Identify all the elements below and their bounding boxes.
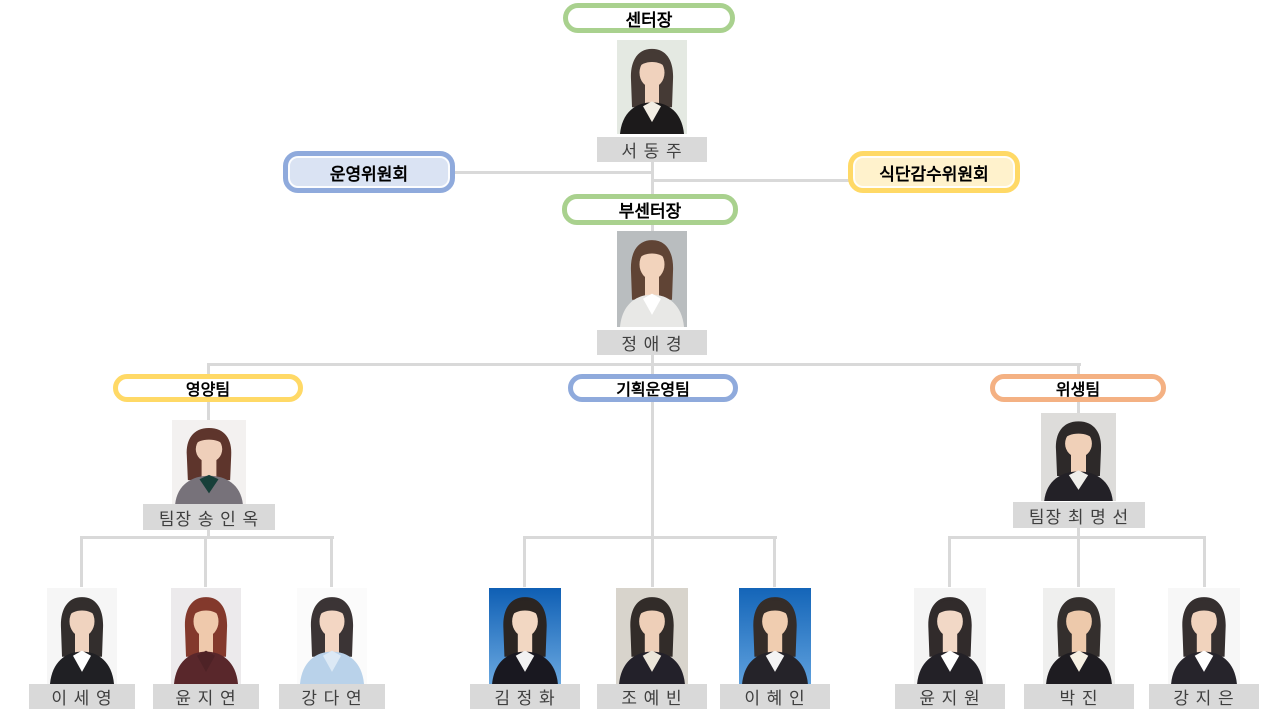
director-title-box: 센터장 <box>563 3 735 33</box>
connector-line <box>1203 536 1206 587</box>
committee-operations-box: 운영위원회 <box>283 151 455 193</box>
connector-line <box>523 536 777 539</box>
connector-line <box>207 363 210 375</box>
team-planning-box: 기획운영팀 <box>568 374 738 402</box>
member-portrait-photo <box>914 588 986 684</box>
connector-line <box>1077 401 1080 414</box>
member-portrait-photo <box>171 588 241 684</box>
nutrition-leader-portrait-photo <box>172 420 246 504</box>
connector-line <box>207 401 210 422</box>
connector-line <box>651 363 654 375</box>
connector-line <box>651 536 654 587</box>
team-hygiene-box: 위생팀 <box>990 374 1166 402</box>
member-portrait-photo <box>489 588 561 684</box>
member-name: 조 예 빈 <box>597 684 707 709</box>
deputy-portrait-photo <box>617 231 687 327</box>
member-name: 윤 지 연 <box>153 684 259 709</box>
member-name: 김 정 화 <box>470 684 580 709</box>
hygiene-leader-portrait-photo <box>1041 413 1116 501</box>
committee-menu-review-box: 식단감수위원회 <box>848 151 1020 193</box>
director-name: 서 동 주 <box>597 137 707 162</box>
connector-line <box>204 536 207 587</box>
connector-line <box>948 536 951 587</box>
hygiene-leader-name: 팀장 최 명 선 <box>1013 502 1145 528</box>
connector-line <box>453 171 653 174</box>
connector-line <box>80 536 83 587</box>
member-portrait-photo <box>739 588 811 684</box>
connector-line <box>651 179 850 182</box>
deputy-title-box: 부센터장 <box>562 194 738 225</box>
member-name: 이 세 영 <box>29 684 135 709</box>
member-portrait-photo <box>297 588 367 684</box>
connector-line <box>651 354 654 364</box>
connector-line <box>207 530 210 538</box>
connector-line <box>1077 528 1080 537</box>
member-portrait-photo <box>1168 588 1240 684</box>
member-portrait-photo <box>616 588 688 684</box>
member-name: 강 지 은 <box>1149 684 1259 709</box>
team-nutrition-box: 영양팀 <box>113 374 303 402</box>
connector-line <box>773 536 776 587</box>
connector-line <box>80 536 334 539</box>
member-name: 강 다 연 <box>279 684 385 709</box>
nutrition-leader-name: 팀장 송 인 옥 <box>143 504 275 530</box>
member-portrait-photo <box>1043 588 1115 684</box>
director-portrait-photo <box>617 40 687 134</box>
connector-line <box>651 401 654 538</box>
connector-line <box>523 536 526 587</box>
member-name: 이 혜 인 <box>720 684 830 709</box>
connector-line <box>1077 536 1080 587</box>
member-name: 윤 지 원 <box>895 684 1005 709</box>
connector-line <box>1077 363 1080 375</box>
deputy-name: 정 애 경 <box>597 330 707 355</box>
member-portrait-photo <box>47 588 117 684</box>
connector-line <box>330 536 333 587</box>
connector-line <box>207 363 1081 366</box>
member-name: 박 진 <box>1024 684 1134 709</box>
